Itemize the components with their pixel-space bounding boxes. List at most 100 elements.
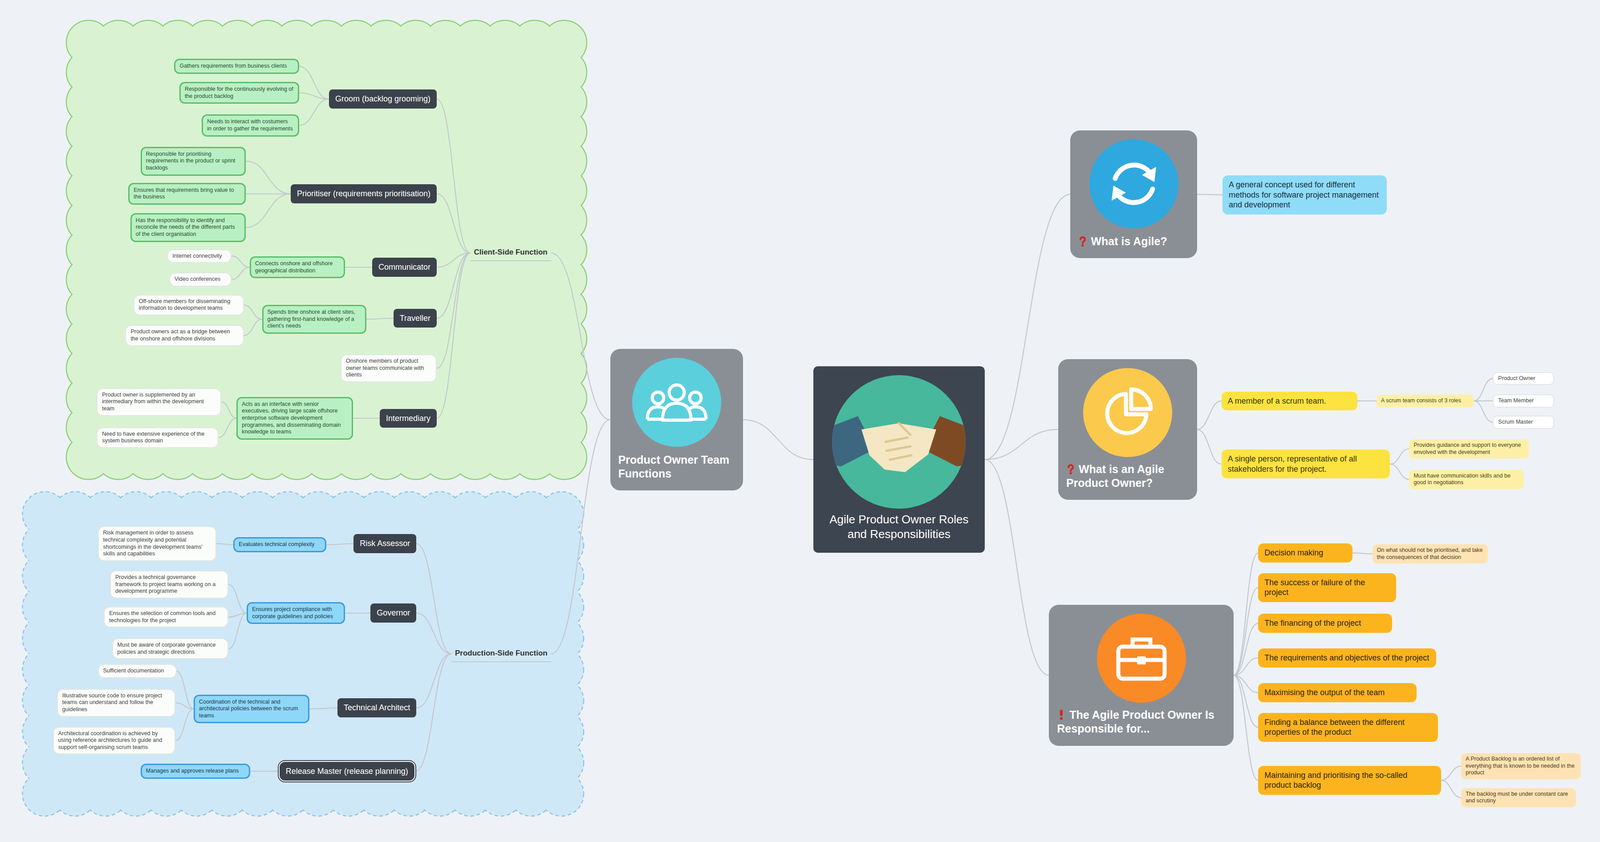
topic-box: Scrum Master — [1492, 415, 1555, 430]
text-line: Video conferences — [174, 276, 227, 284]
connector — [231, 255, 250, 268]
connector — [416, 653, 452, 708]
topic-box: Off-shore members for disseminating info… — [133, 294, 244, 316]
text-line: On what should not be prioritised, and t… — [1376, 547, 1484, 561]
node-text: Internet connectivity — [172, 252, 222, 260]
topic-box: A Product Backlog is an ordered list of … — [1461, 753, 1581, 780]
topic-box: Manages and approves release plans — [140, 763, 251, 780]
text-line: Team Member — [1498, 397, 1549, 405]
text-line: Illustrative source code to ensure proje… — [62, 692, 171, 714]
node-text: Scrum Master — [1498, 418, 1533, 426]
text-line: Responsible for prioritising requirement… — [146, 150, 241, 172]
connector — [243, 319, 263, 336]
topic-icon — [1089, 139, 1179, 229]
text-line: What is Agile? — [1078, 234, 1189, 249]
topic-box: The backlog must be under constant care … — [1461, 788, 1576, 808]
text-line: Traveller — [399, 313, 431, 324]
text-line: Risk management in order to assess techn… — [103, 529, 212, 558]
node-text: Client-Side Function — [473, 247, 548, 257]
text-line: Technical Architect — [343, 702, 411, 714]
handshake-illustration — [832, 375, 966, 509]
text-line: Groom (backlog grooming) — [335, 93, 431, 105]
text-line: Governor — [376, 608, 411, 619]
central-topic: Agile Product Owner Roles and Responsibi… — [813, 366, 985, 553]
connector — [1197, 401, 1222, 430]
node-text: Responsible for prioritising requirement… — [146, 150, 236, 171]
connector — [984, 429, 1059, 460]
text-line: Must have communication skills and be go… — [1413, 472, 1519, 487]
node-text: A scrum team consists of 3 roles — [1380, 397, 1462, 404]
node-text: Product owners act as a bridge between t… — [130, 328, 230, 342]
topic-icon — [1083, 368, 1173, 458]
node-text: Finding a balance between the different … — [1264, 718, 1405, 738]
connector — [345, 266, 373, 268]
node-text: Manages and approves release plans — [146, 767, 239, 775]
topic-card: What is Agile? — [1070, 130, 1197, 259]
text-line: Off-shore members for disseminating info… — [138, 298, 239, 313]
connector — [1357, 400, 1377, 402]
topic-box: The success or failure of the project — [1258, 573, 1397, 603]
node-text: Risk management in order to assess techn… — [103, 529, 203, 557]
connector — [309, 708, 338, 710]
node-text: Ensures that requirements bring value to… — [133, 186, 234, 201]
node-text: Product owner is supplemented by an inte… — [101, 391, 204, 412]
topic-box: Coordination of the technical and archit… — [193, 694, 310, 724]
connector — [436, 252, 471, 419]
topic-box: Architectural coordination is achieved b… — [52, 726, 176, 756]
topic-card: Product Owner Team Functions — [610, 349, 744, 492]
connector — [245, 193, 291, 228]
text-line: Onshore members of product owner teams c… — [345, 357, 432, 379]
connector — [1233, 675, 1259, 781]
node-text: Onshore members of product owner teams c… — [345, 357, 424, 378]
text-line: Need to have extensive experience of the… — [101, 430, 213, 445]
text-line: Gathers requirements from business clien… — [179, 62, 294, 70]
topic-box: Need to have extensive experience of the… — [96, 427, 219, 449]
connector — [1389, 449, 1410, 465]
topic-icon — [1096, 613, 1186, 703]
topic-box: Maintaining and prioritising the so-call… — [1258, 766, 1442, 796]
topic-box: A general concept used for different met… — [1222, 175, 1388, 215]
text-line: The success or failure of the project — [1264, 577, 1390, 598]
node-text: Needs to interact with costumers in orde… — [207, 118, 293, 132]
node-text: Communicator — [378, 262, 431, 272]
topic-box: Internet connectivity — [166, 249, 232, 264]
connector — [1197, 194, 1223, 195]
topic-box: Release Master (release planning) — [278, 761, 416, 783]
node-text: Ensures the selection of common tools an… — [109, 610, 216, 624]
node-text: Release Master (release planning) — [285, 767, 409, 776]
connector — [243, 304, 263, 320]
topic-box: Ensures that requirements bring value to… — [128, 182, 246, 205]
text-line: Ensures the selection of common tools an… — [109, 610, 224, 625]
connector — [1473, 401, 1493, 423]
cloud-fill — [66, 20, 586, 479]
marker-icon — [1066, 463, 1076, 475]
connector — [551, 419, 611, 654]
topic-card: What is an Agile Product Owner? — [1058, 359, 1198, 500]
connector — [175, 702, 194, 710]
node-text: Ensures project compliance with corporat… — [251, 606, 333, 620]
topic-card: The Agile Product Owner Is Responsible f… — [1048, 605, 1234, 746]
connector — [1233, 675, 1259, 693]
connector — [228, 613, 247, 650]
connector — [984, 459, 1049, 676]
node-text: Acts as an interface with senior executi… — [241, 401, 341, 436]
text-line: Prioritiser (requirements prioritisation… — [296, 188, 431, 199]
connector — [175, 709, 194, 741]
connector — [345, 612, 371, 614]
connector — [1352, 552, 1373, 554]
text-line: The Agile Product Owner Is Responsible f… — [1056, 708, 1226, 737]
connector — [250, 771, 279, 772]
text-line: Client-Side Function — [473, 247, 548, 257]
node-text: Groom (backlog grooming) — [335, 94, 431, 104]
text-line: Scrum Master — [1498, 418, 1549, 427]
topic-box: A member of a scrum team. — [1221, 391, 1358, 411]
node-text: The backlog must be under constant care … — [1465, 791, 1568, 805]
node-text: Intermediary — [385, 414, 431, 423]
text-line: Product owner is supplemented by an inte… — [101, 391, 216, 413]
text-line: Evaluates technical complexity — [238, 541, 321, 549]
text-line: Provides a technical governance framewor… — [115, 574, 224, 596]
text-line: Responsible for the continuously evolvin… — [184, 85, 294, 100]
connector — [551, 252, 611, 420]
topic-box: Decision making — [1258, 543, 1353, 563]
